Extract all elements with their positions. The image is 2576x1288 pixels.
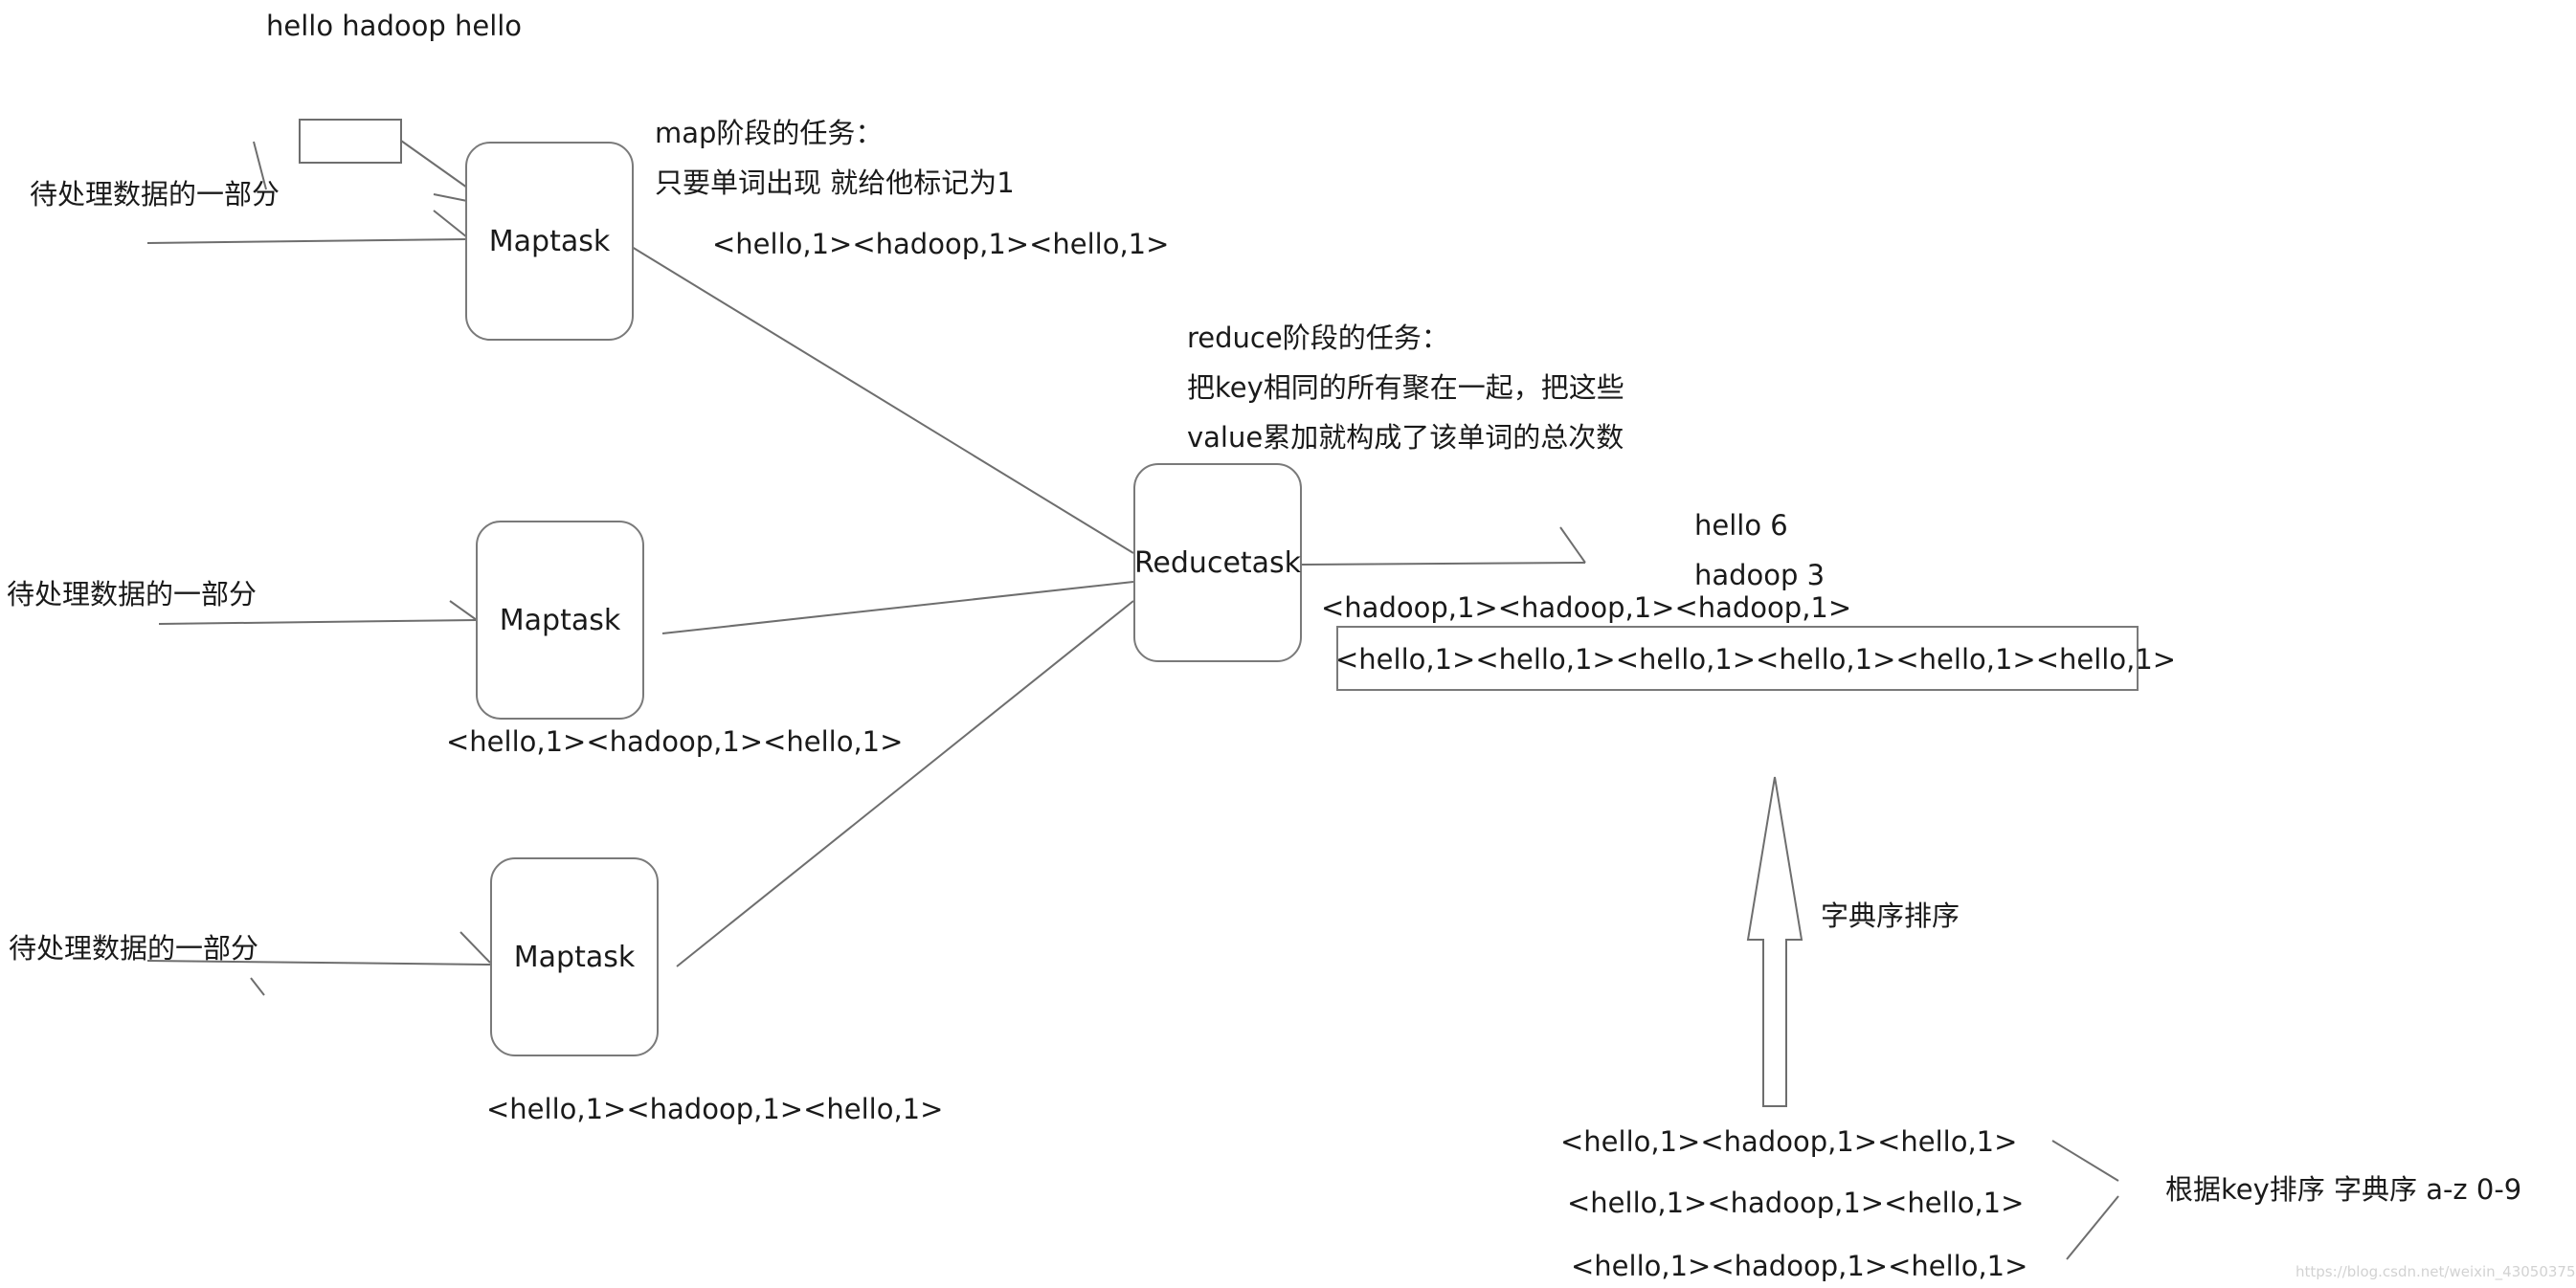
maptask-label-1: Maptask (488, 224, 611, 258)
input-arrow-line-1 (146, 238, 468, 244)
map-output-2: <hello,1><hadoop,1><hello,1> (446, 725, 904, 758)
grouped-hadoop: <hadoop,1><hadoop,1><hadoop,1> (1321, 591, 1852, 624)
input-label-3: 待处理数据的一部分 (9, 932, 259, 965)
input-arrow-line-3 (146, 960, 491, 966)
key-sort-note: 根据key排序 字典序 a-z 0-9 (2165, 1173, 2522, 1206)
maptask-box-1: Maptask (465, 142, 634, 341)
reduce-stage-title: reduce阶段的任务： (1187, 322, 1449, 354)
sort-input-2: <hello,1><hadoop,1><hello,1> (1567, 1187, 2025, 1219)
maptask-label-3: Maptask (513, 940, 636, 974)
sort-note-bracket-bottom (2066, 1195, 2119, 1260)
input-label-2: 待处理数据的一部分 (7, 578, 258, 611)
sort-label: 字典序排序 (1821, 899, 1960, 932)
grouped-hello-box (1336, 626, 2139, 691)
input-tick-3 (250, 977, 265, 996)
sort-input-1: <hello,1><hadoop,1><hello,1> (1560, 1125, 2018, 1158)
input-tick-1c (433, 210, 468, 238)
maptask-box-3: Maptask (490, 857, 659, 1056)
sort-input-3: <hello,1><hadoop,1><hello,1> (1571, 1250, 2028, 1282)
input-sentence: hello hadoop hello (266, 10, 523, 42)
reducetask-output-line (1301, 562, 1586, 566)
watermark: https://blog.csdn.net/weixin_43050375 (2296, 1263, 2576, 1280)
input-arrowhead-3 (459, 931, 491, 964)
input-tick-1b (433, 193, 468, 202)
maptask-box-2: Maptask (476, 521, 644, 720)
reduce-stage-desc-line1: 把key相同的所有聚在一起，把这些 (1187, 371, 1624, 404)
reduce-stage-desc-line2: value累加就构成了该单词的总次数 (1187, 421, 1624, 454)
maptask-label-2: Maptask (499, 603, 621, 637)
reducetask-output-arrowhead (1559, 526, 1586, 564)
input-arrow-line-2 (158, 619, 478, 625)
grouped-hello: <hello,1><hello,1><hello,1><hello,1><hel… (1335, 643, 2177, 676)
maptask-1-to-reducetask-line (631, 246, 1134, 554)
map-stage-desc: 只要单词出现 就给他标记为1 (655, 167, 1015, 199)
input-split-block (299, 119, 402, 164)
maptask-2-to-reducetask-line (661, 581, 1134, 634)
maptask-3-to-reducetask-line (676, 600, 1134, 967)
input-label-1: 待处理数据的一部分 (30, 178, 280, 211)
split-to-maptask-1-line (400, 140, 468, 189)
sort-note-bracket-top (2051, 1140, 2119, 1182)
reducetask-label: Reducetask (1133, 545, 1302, 580)
sort-up-arrow (1746, 776, 1803, 1107)
map-output-3: <hello,1><hadoop,1><hello,1> (486, 1093, 944, 1125)
input-tick-1a (253, 141, 267, 190)
input-arrowhead-2 (449, 600, 478, 621)
reducetask-box: Reducetask (1133, 463, 1302, 662)
result-hello: hello 6 (1694, 509, 1788, 542)
result-hadoop: hadoop 3 (1694, 559, 1826, 591)
map-stage-title: map阶段的任务： (655, 117, 884, 149)
map-output-1: <hello,1><hadoop,1><hello,1> (712, 228, 1170, 260)
